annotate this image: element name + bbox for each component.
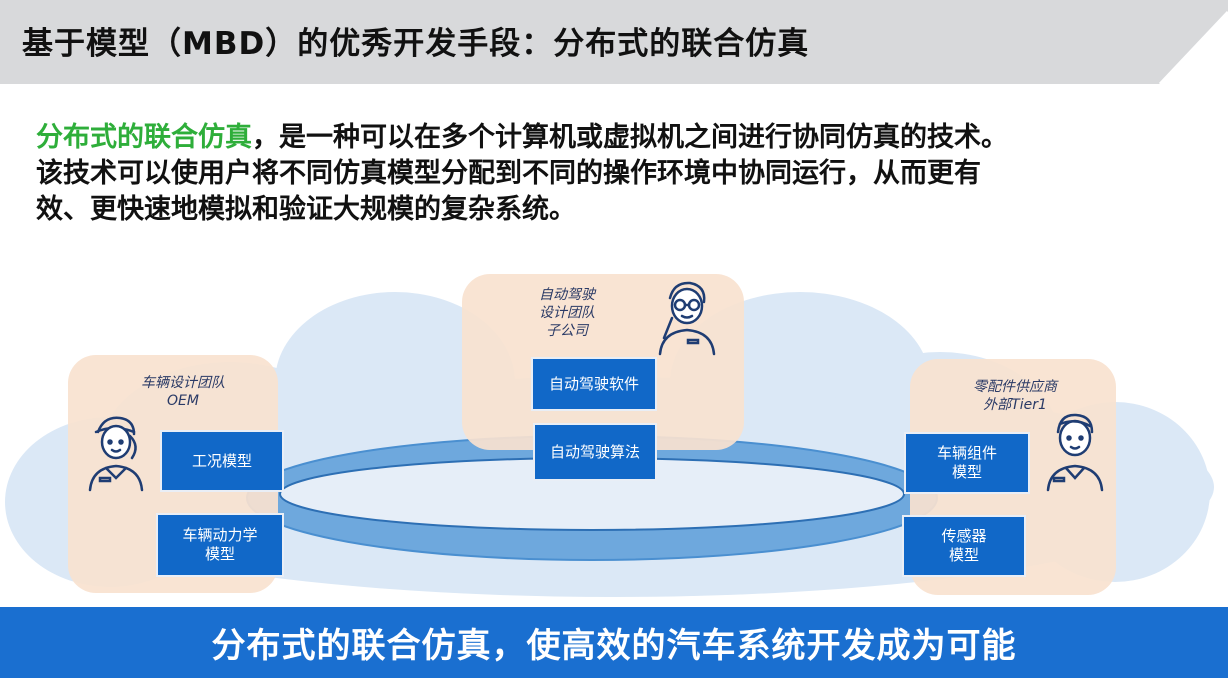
bottom-banner-text: 分布式的联合仿真，使高效的汽车系统开发成为可能 xyxy=(211,626,1017,666)
intro-line-1: 分布式的联合仿真，是一种可以在多个计算机或虚拟机之间进行协同仿真的技术。 xyxy=(36,120,1206,156)
title-banner: 基于模型（MBD）的优秀开发手段：分布式的联合仿真 xyxy=(0,0,1228,84)
title-banner-shape xyxy=(0,0,1228,84)
engineer-man-icon xyxy=(1046,413,1104,492)
autonomous-algorithm-block: 自动驾驶算法 xyxy=(533,423,657,481)
subsidiary-label-line1: 自动驾驶 xyxy=(539,287,595,303)
sensor-line1: 传感器 xyxy=(941,527,987,545)
vehicle-component-model-block: 车辆组件 模型 xyxy=(904,432,1030,494)
intro-paragraph: 分布式的联合仿真，是一种可以在多个计算机或虚拟机之间进行协同仿真的技术。 该技术… xyxy=(36,120,1206,228)
co-simulation-diagram: 车辆设计团队 OEM 工况模型 车辆动力学 模型 自动驾驶 设计团队 子公司 xyxy=(0,262,1228,602)
subsidiary-label-line3: 子公司 xyxy=(546,323,588,339)
vehicle-dynamics-line2: 模型 xyxy=(204,545,235,563)
intro-line-3: 效、更快速地模拟和验证大规模的复杂系统。 xyxy=(36,194,576,225)
tier1-label-line1: 零配件供应商 xyxy=(973,379,1057,395)
condition-model-block: 工况模型 xyxy=(160,430,284,492)
intro-line-2: 该技术可以使用户将不同仿真模型分配到不同的操作环境中协同运行，从而更有 xyxy=(36,158,981,189)
sensor-model-block: 传感器 模型 xyxy=(902,515,1026,577)
intro-highlight: 分布式的联合仿真 xyxy=(36,122,252,153)
oem-label-line2: OEM xyxy=(167,393,199,409)
vehicle-component-line1: 车辆组件 xyxy=(936,444,997,462)
bottom-banner: 分布式的联合仿真，使高效的汽车系统开发成为可能 xyxy=(0,607,1228,678)
page-title: 基于模型（MBD）的优秀开发手段：分布式的联合仿真 xyxy=(22,26,810,62)
engineer-woman-icon xyxy=(88,416,144,492)
intro-line-1-rest: ，是一种可以在多个计算机或虚拟机之间进行协同仿真的技术。 xyxy=(252,122,1008,153)
engineer-headset-icon xyxy=(658,281,716,356)
vehicle-dynamics-model-block: 车辆动力学 模型 xyxy=(156,513,284,577)
oem-team-label: 车辆设计团队 OEM xyxy=(108,374,258,410)
tier1-supplier-label: 零配件供应商 外部Tier1 xyxy=(940,378,1090,414)
sensor-line2: 模型 xyxy=(948,546,979,564)
oem-label-line1: 车辆设计团队 xyxy=(141,375,225,391)
vehicle-component-line2: 模型 xyxy=(951,463,982,481)
autonomous-software-block: 自动驾驶软件 xyxy=(531,357,657,411)
subsidiary-label-line2: 设计团队 xyxy=(539,305,595,321)
vehicle-dynamics-line1: 车辆动力学 xyxy=(182,526,258,544)
subsidiary-team-label: 自动驾驶 设计团队 子公司 xyxy=(512,286,622,340)
tier1-label-line2: 外部Tier1 xyxy=(983,397,1047,413)
